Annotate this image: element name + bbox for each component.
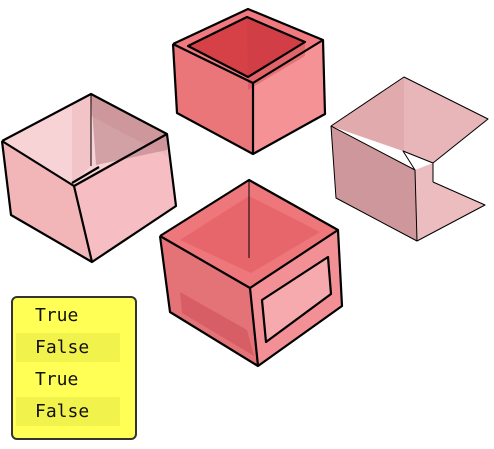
corner-shell-left-face bbox=[331, 126, 417, 241]
cube-top-open[interactable] bbox=[171, 7, 327, 156]
cube-top-right-face bbox=[253, 40, 325, 154]
cube-front-vertical-edge bbox=[248, 287, 260, 367]
result-row-4: False bbox=[16, 397, 120, 426]
corner-shell-top-edge bbox=[330, 76, 489, 164]
cube-left-inner-shade bbox=[91, 94, 167, 165]
cube-front-window bbox=[262, 257, 331, 342]
result-row-1: True bbox=[35, 305, 79, 326]
cube-top-left-face bbox=[173, 44, 253, 154]
cube-left-right-face bbox=[74, 134, 176, 262]
corner-shell-right[interactable] bbox=[330, 76, 489, 242]
cube-left-inner-edge bbox=[71, 166, 100, 184]
corner-shell-top-face bbox=[331, 77, 488, 163]
results-panel: True False True False bbox=[11, 296, 137, 440]
cube-top-hole-edge bbox=[186, 15, 307, 79]
cube-front-left-face bbox=[160, 236, 258, 366]
cube-front-frame[interactable] bbox=[158, 178, 344, 368]
cube-front-left-inner bbox=[180, 292, 254, 356]
corner-shell-notch-edge bbox=[402, 150, 434, 182]
cube-top-outline bbox=[171, 7, 327, 156]
result-row-3: True bbox=[35, 369, 79, 390]
cube-front-top-inner bbox=[180, 196, 320, 273]
cube-left-open[interactable] bbox=[0, 92, 178, 264]
cube-top-inner-wall bbox=[247, 17, 305, 90]
corner-shell-floor bbox=[417, 182, 485, 241]
cube-left-left-face bbox=[2, 141, 92, 262]
result-row-2: False bbox=[16, 333, 120, 362]
cube-left-top-edge bbox=[73, 133, 168, 187]
corner-shell-back-wall bbox=[331, 77, 404, 155]
cube-front-window-edge bbox=[260, 255, 333, 344]
